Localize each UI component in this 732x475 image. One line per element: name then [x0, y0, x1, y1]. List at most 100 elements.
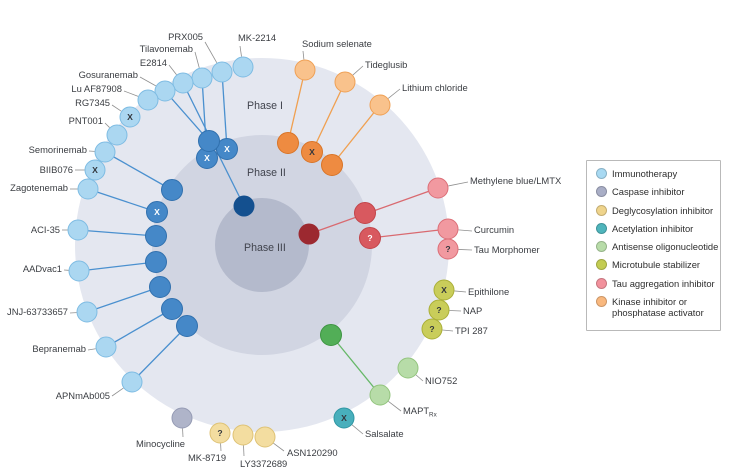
node-lithium [321, 94, 391, 176]
status-mark: ? [436, 305, 441, 315]
legend-label: Antisense oligonucleotide [612, 241, 719, 253]
label-leader-tau-morphomer [458, 249, 473, 251]
node-label-e2814: E2814 [140, 57, 167, 68]
label-leader-asn120290 [273, 442, 285, 452]
status-mark: X [309, 147, 315, 157]
label-leader-tideglusib [352, 65, 364, 76]
label-leader-tilavonemab [194, 51, 200, 68]
label-leader-sodium-selenate [302, 50, 305, 60]
phase2-dot [145, 251, 167, 273]
status-mark: ? [217, 428, 222, 438]
trajectory-line-aci-35 [77, 229, 157, 237]
phase2-dot [176, 315, 198, 337]
node-label-asn120290: ASN120290 [287, 447, 338, 458]
trajectory-line-aadvac1 [78, 261, 157, 272]
phase1-dot [437, 238, 459, 260]
node-label-nio752: NIO752 [425, 375, 457, 386]
legend-swatch [596, 204, 607, 216]
phase2-dot [146, 201, 168, 223]
phase1-dot [68, 260, 90, 282]
node-label-prx005: PRX005 [168, 31, 203, 42]
node-label-gosuranemab: Gosuranemab [79, 69, 138, 80]
node-label-aadvac1: AADvac1 [23, 263, 62, 274]
phase1-dot [437, 218, 459, 240]
node-label-sodium-selenate: Sodium selenate [302, 38, 372, 49]
node-label-mk-2214: MK-2214 [238, 32, 276, 43]
node-label-biib076: BIIB076 [40, 164, 73, 175]
label-leader-ly3372689 [243, 445, 245, 457]
node-label-salsalate: Salsalate [365, 428, 404, 439]
phase1-dot [94, 141, 116, 163]
legend-item-caspase-inhibitor: Caspase inhibitor [596, 186, 720, 198]
node-e2814 [172, 72, 255, 217]
phase1-dot [369, 94, 391, 116]
phase1-dot [154, 80, 176, 102]
label-leader-tpi-287 [442, 329, 454, 332]
phase1-dot [67, 219, 89, 241]
phase1-dot [428, 299, 450, 321]
label-leader-bepranemab [87, 348, 96, 351]
phase2-dot [161, 179, 183, 201]
node-aci-35 [67, 219, 167, 247]
node-label-semorinemab: Semorinemab [29, 144, 87, 155]
node-label-minocycline: Minocycline [136, 438, 185, 449]
trajectory-line-apnmab005 [131, 325, 188, 383]
phase1-dot [171, 407, 193, 429]
node-label-aci-35: ACI-35 [31, 224, 60, 235]
status-mark: ? [429, 324, 434, 334]
phase2-dot [301, 141, 323, 163]
phase2-dot [149, 276, 171, 298]
phase1-dot [397, 357, 419, 379]
node-label-nap: NAP [463, 305, 482, 316]
label-leader-e2814 [168, 64, 177, 75]
node-methylene-blue [298, 177, 449, 245]
phase1-dot [191, 67, 213, 89]
phase1-dot [433, 279, 455, 301]
phase1-dot [333, 407, 355, 429]
node-prx005: X [211, 61, 238, 160]
node-label-epithilone: Epithilone [468, 286, 509, 297]
node-label-ly3372689: LY3372689 [240, 458, 287, 469]
phase1-dot [369, 384, 391, 406]
node-salsalate: X [333, 407, 355, 429]
status-mark: X [341, 413, 347, 423]
node-mapt-rx [320, 324, 391, 406]
phase2-dot [359, 227, 381, 249]
node-minocycline [171, 407, 193, 429]
node-label-zagotenemab: Zagotenemab [10, 182, 68, 193]
trajectory-line-curcumin [369, 228, 449, 239]
node-nap: ? [428, 299, 450, 321]
phase1-dot [119, 106, 141, 128]
phase1-dot [232, 424, 254, 446]
phase1-dot [427, 177, 449, 199]
phase1-dot [421, 318, 443, 340]
status-mark: ? [367, 233, 372, 243]
phase-label: Phase II [247, 167, 286, 179]
node-epithilone: X [433, 279, 455, 301]
node-jnj-63733657 [76, 276, 171, 323]
node-label-mk-8719: MK-8719 [188, 452, 226, 463]
node-label-tideglusib: Tideglusib [365, 59, 407, 70]
node-label-curcumin: Curcumin [474, 224, 514, 235]
trajectory-line-mapt-rx [330, 334, 381, 396]
legend-item-immunotherapy: Immunotherapy [596, 168, 720, 179]
node-zagotenemab: X [77, 178, 168, 223]
legend-swatch [596, 241, 607, 253]
node-label-tau-morphomer: Tau Morphomer [474, 244, 540, 255]
label-leader-rg7345 [111, 104, 122, 112]
phase1-dot [211, 61, 233, 83]
legend-swatch [596, 186, 607, 198]
trajectory-line-gosuranemab [164, 90, 210, 142]
node-nio752 [397, 357, 419, 379]
legend-label: Caspase inhibitor [612, 186, 685, 198]
node-label-rg7345: RG7345 [75, 97, 110, 108]
trajectory-line-prx005 [221, 71, 228, 150]
label-leader-salsalate [351, 424, 364, 435]
phase2-dot [145, 225, 167, 247]
node-label-lu-af87908: Lu AF87908 [71, 83, 122, 94]
label-leader-lu-af87908 [123, 90, 139, 97]
legend-item-tau-aggregation-inhibitor: Tau aggregation inhibitor [596, 277, 720, 289]
status-mark: ? [445, 244, 450, 254]
